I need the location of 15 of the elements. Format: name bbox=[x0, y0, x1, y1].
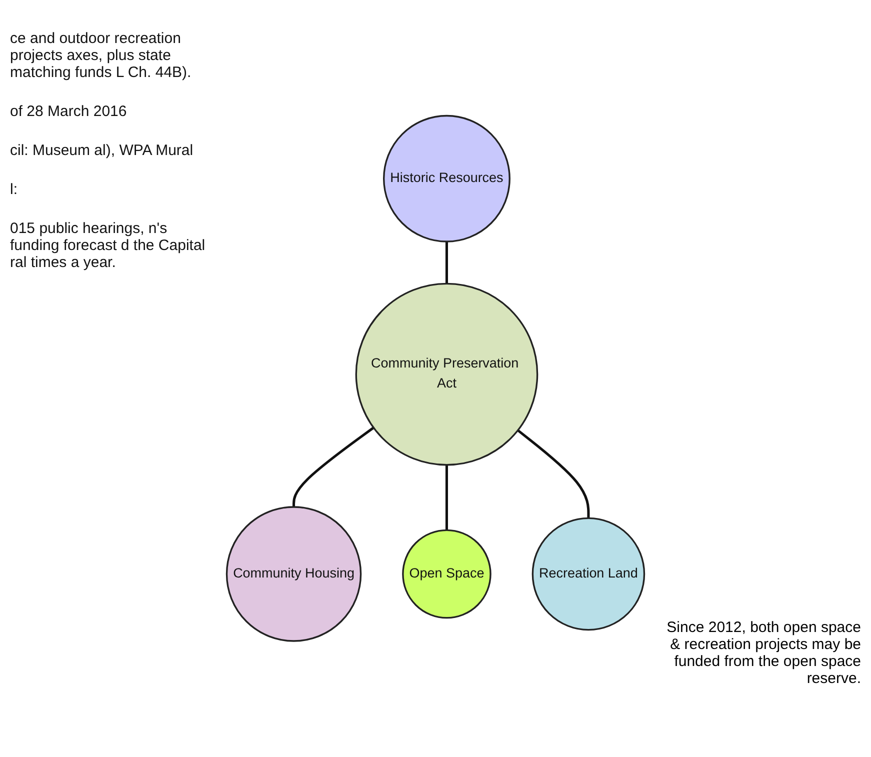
note-text: of 28 March 2016 bbox=[10, 103, 128, 120]
node-circle: Community Housing bbox=[226, 506, 362, 642]
node-circle: Open Space bbox=[402, 529, 492, 619]
connector bbox=[517, 429, 590, 518]
connector bbox=[445, 464, 448, 530]
connector bbox=[292, 426, 374, 508]
node-circle: Recreation Land bbox=[532, 517, 646, 631]
note-text: Since 2012, both open space & recreation projects may be funded from the open space reserve. bbox=[666, 619, 861, 687]
note-text: cil: Museum al), WPA Mural bbox=[10, 142, 194, 159]
connector bbox=[445, 242, 448, 284]
node-circle: Historic Resources bbox=[382, 115, 510, 242]
node-circle: Community Preservation Act bbox=[355, 282, 538, 466]
note-text: 015 public hearings, n's funding forecast d the Capital ral times a year. bbox=[10, 220, 206, 271]
note-text: ce and outdoor recreation projects axes, plus state matching funds L Ch. 44B). bbox=[10, 30, 192, 81]
note-text: l: bbox=[10, 181, 18, 198]
